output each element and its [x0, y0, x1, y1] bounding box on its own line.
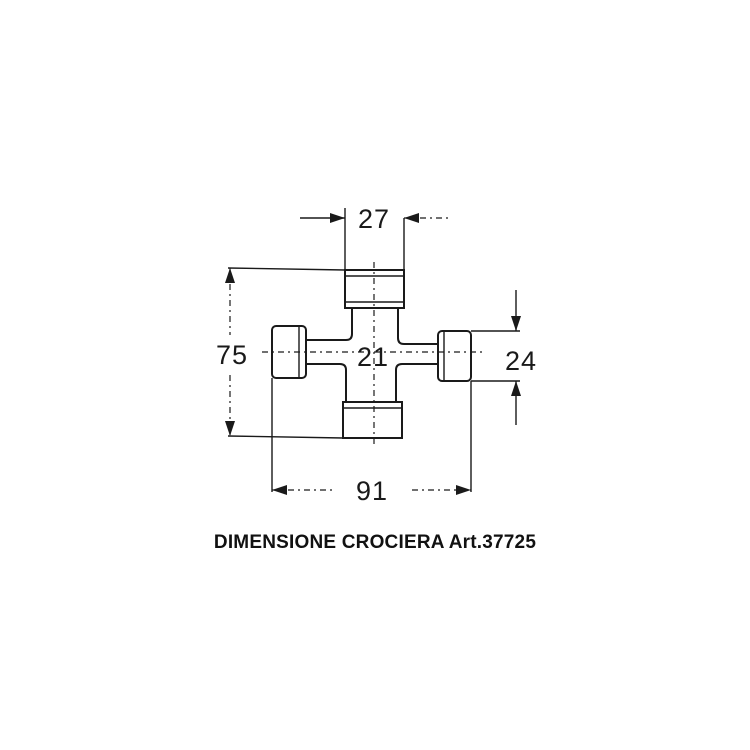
cross-body: [262, 262, 482, 446]
top-cap: [344, 269, 405, 309]
right-cap: [437, 330, 472, 382]
dim-label-overall-width: 91: [356, 476, 388, 506]
bottom-cap: [342, 401, 403, 439]
dim-top-width: [300, 208, 450, 270]
dim-label-center-diameter: 21: [357, 342, 389, 372]
dim-label-right-height: 24: [505, 346, 537, 376]
dim-label-overall-height: 75: [216, 340, 248, 370]
cross-arms: [306, 308, 438, 402]
dim-right-height: [471, 290, 521, 425]
drawing-caption: DIMENSIONE CROCIERA Art.37725: [213, 532, 537, 553]
dim-label-top-width: 27: [358, 204, 390, 234]
dim-overall-width: [271, 378, 472, 495]
dim-overall-height: [225, 267, 346, 439]
